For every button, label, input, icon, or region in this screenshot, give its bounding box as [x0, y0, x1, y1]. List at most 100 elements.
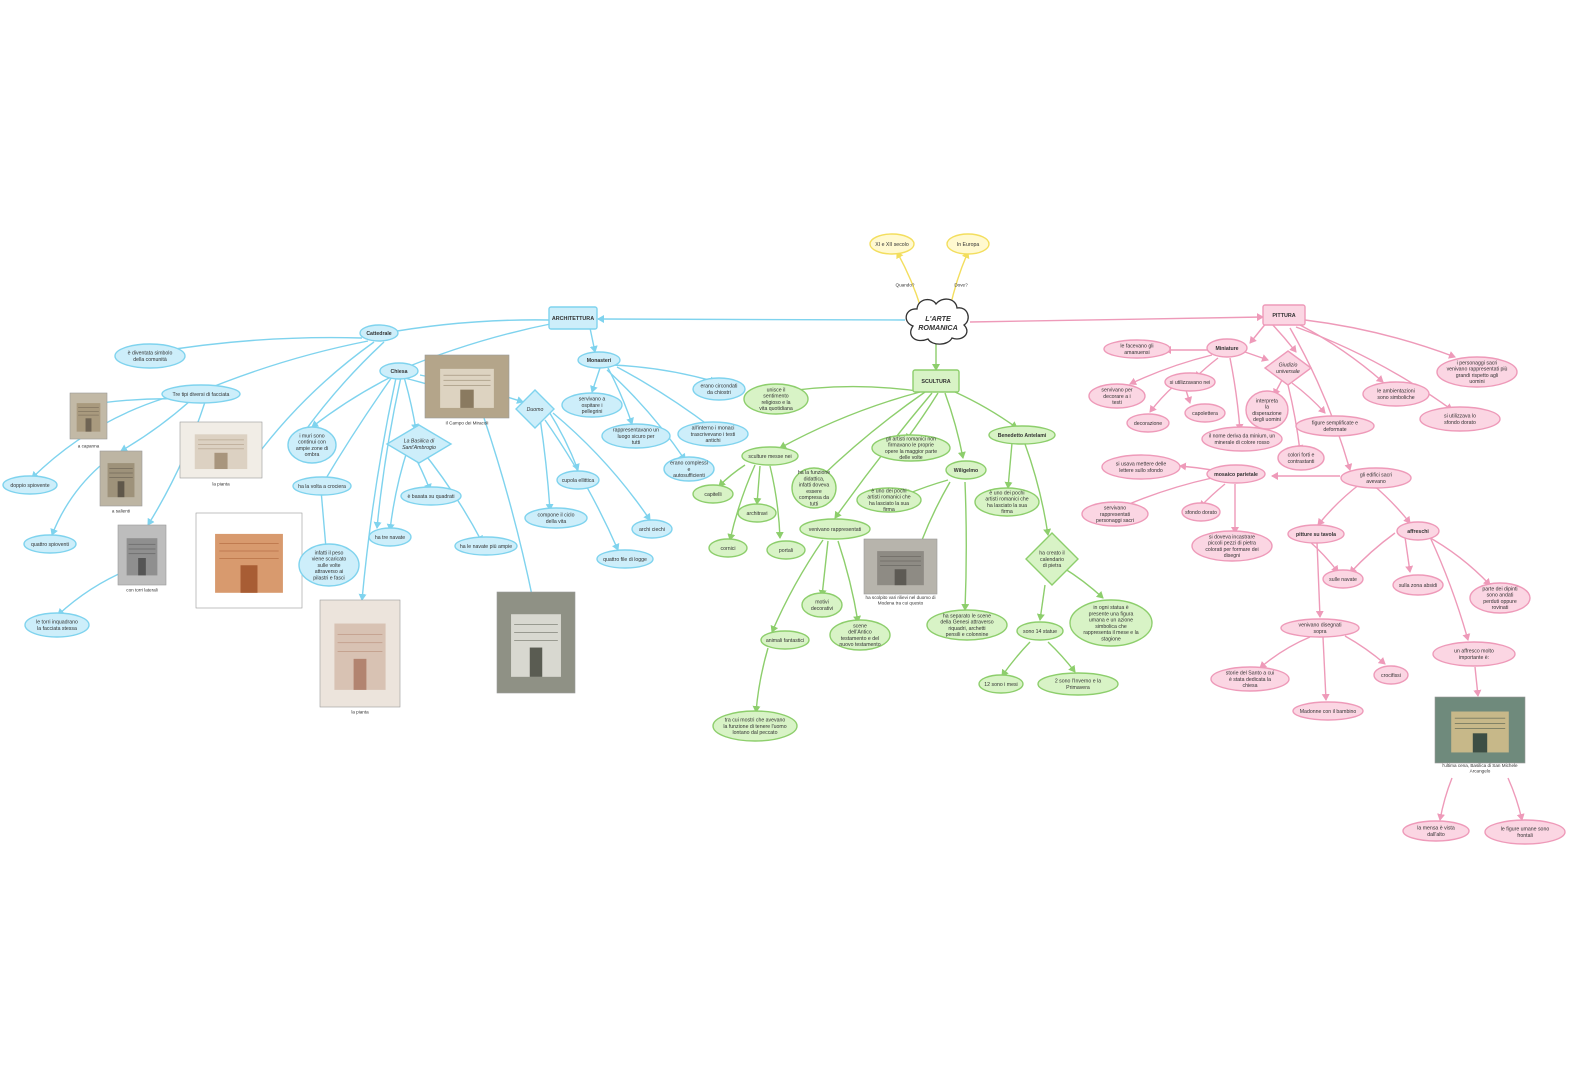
mosaico-node-shape	[1206, 464, 1266, 484]
architravi-node[interactable]: architravi	[737, 503, 777, 523]
quattro-spioventi-node[interactable]: quattro spioventi	[23, 534, 77, 554]
photo-cattedrale-capanna	[69, 392, 108, 440]
monasteri-node[interactable]: Monasteri	[577, 351, 621, 369]
connector-arrow	[944, 392, 966, 459]
duomo-node[interactable]: Duomo	[515, 389, 555, 429]
tre-tipi-node[interactable]: Tre tipi diversi di facciata	[161, 384, 241, 404]
decorazione-node[interactable]: decorazione	[1126, 413, 1170, 433]
cattedrale-node[interactable]: Cattedrale	[359, 324, 399, 342]
archi-node[interactable]: archi ciechi	[631, 519, 673, 539]
statue-node[interactable]: sono 14 statue	[1016, 621, 1064, 641]
basata-node[interactable]: è basata su quadrati	[400, 486, 462, 506]
cornici-node-shape	[708, 538, 748, 558]
connector-arrow	[1287, 384, 1304, 452]
capolettera-node[interactable]: capolettera	[1184, 403, 1226, 423]
utilizzavano-node[interactable]: si utilizzavano nei	[1164, 372, 1216, 392]
mosaico-node[interactable]: mosaico parietale	[1206, 464, 1266, 484]
messe-node[interactable]: sculture messe nei	[741, 446, 799, 466]
crocifissi-node[interactable]: crocifissi	[1373, 665, 1409, 685]
animali-node[interactable]: animali fantastici	[760, 630, 810, 650]
basata-node-label: è basata su quadrati	[407, 494, 454, 500]
doppio-spiovente-node[interactable]: doppio spiovente	[2, 475, 58, 495]
cupola-node[interactable]: cupola ellittica	[556, 470, 600, 490]
pittura-node[interactable]: PITTURA	[1262, 304, 1306, 326]
architettura-node[interactable]: ARCHITETTURA	[548, 306, 598, 330]
when-node[interactable]: XI e XII secolo	[869, 233, 915, 255]
antelami-node[interactable]: Benedetto Antelami	[988, 425, 1056, 445]
cornici-node[interactable]: cornici	[708, 538, 748, 558]
photo-campo-miracoli-door	[460, 389, 474, 408]
navate-ampie-node[interactable]: ha le navate più ampie	[454, 536, 518, 556]
connector-arrow	[1507, 777, 1525, 821]
miniature-node[interactable]: Miniature	[1206, 338, 1248, 358]
volta-node[interactable]: ha la volta a crociera	[292, 476, 352, 496]
tre-navate-node[interactable]: ha tre navate	[368, 527, 412, 547]
absidi-node[interactable]: sulla zona absidi	[1392, 574, 1444, 596]
madonne-node[interactable]: Madonne con il bambino	[1292, 701, 1364, 721]
portali-node[interactable]: portali	[766, 540, 806, 560]
navate-node[interactable]: sulle navate	[1322, 569, 1364, 589]
tavola-node[interactable]: pitture su tavola	[1287, 524, 1345, 544]
chiesa-node[interactable]: Chiesa	[379, 362, 419, 380]
dodici-node[interactable]: 12 sono i mesi	[978, 674, 1024, 694]
sfondo-dor2-node[interactable]: sfondo dorato	[1181, 502, 1221, 522]
venivano-node[interactable]: venivano rappresentati	[799, 518, 871, 540]
scultura-node[interactable]: SCULTURA	[912, 369, 960, 393]
affreschi-node-shape	[1396, 521, 1440, 541]
capitelli-node[interactable]: capitelli	[692, 484, 734, 504]
logge-node[interactable]: quattro file di logge	[596, 549, 654, 569]
peso-node-shape	[298, 543, 360, 587]
affreschi-node[interactable]: affreschi	[1396, 521, 1440, 541]
crocifissi-node-shape	[1373, 665, 1409, 685]
navate-ampie-node-label: ha le navate più ampie	[460, 544, 512, 550]
wiligelmo-node[interactable]: Wiligelmo	[945, 460, 987, 480]
where-node[interactable]: In Europa	[946, 233, 990, 255]
